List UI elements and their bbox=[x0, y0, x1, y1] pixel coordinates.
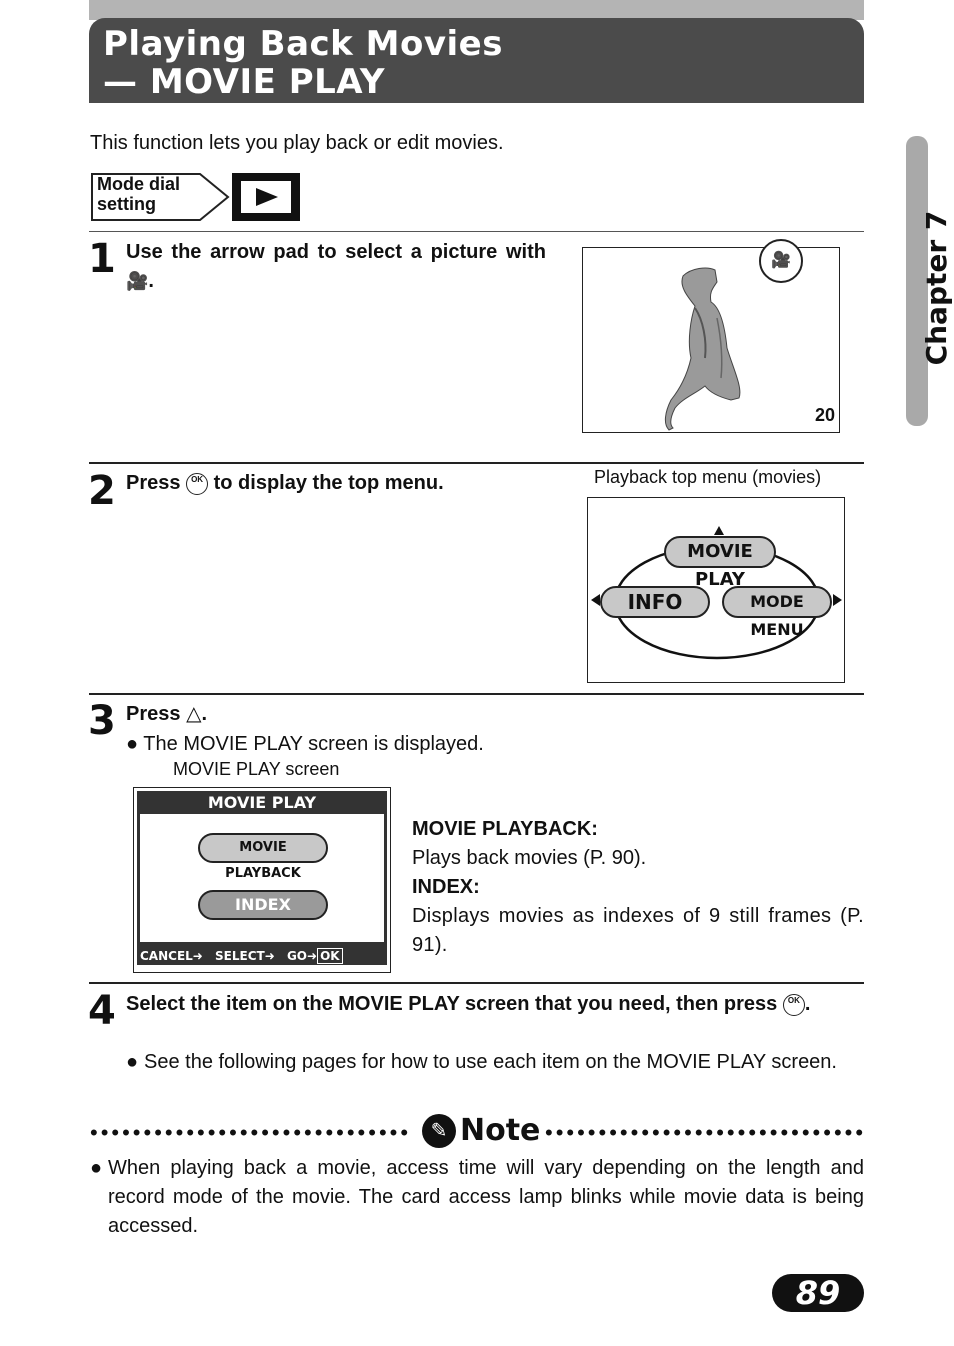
chapter-tab bbox=[906, 136, 928, 426]
header-top-bar bbox=[89, 0, 864, 20]
note-title: Note bbox=[460, 1113, 541, 1148]
desc-text: Displays movies as indexes of 9 still fr… bbox=[412, 905, 864, 956]
up-arrow-icon bbox=[714, 526, 724, 535]
up-triangle-icon: △ bbox=[186, 703, 202, 725]
note-dots-left: •••••••••••••••••••••••••••••••• bbox=[90, 1122, 410, 1144]
page-title-line1: Playing Back Movies bbox=[103, 24, 503, 64]
divider bbox=[89, 693, 864, 695]
divider bbox=[89, 462, 864, 464]
playback-icon bbox=[256, 188, 278, 206]
menu-movie-play[interactable]: MOVIE PLAY bbox=[664, 536, 776, 590]
desc-term: MOVIE PLAYBACK: bbox=[412, 818, 598, 840]
left-arrow-icon bbox=[591, 594, 600, 606]
step3-bullet: ● The MOVIE PLAY screen is displayed. bbox=[126, 733, 484, 755]
option-movie-playback[interactable]: MOVIE PLAYBACK bbox=[198, 833, 328, 881]
chapter-label: Chapter 7 bbox=[920, 210, 953, 366]
step4-text: Select the item on the MOVIE PLAY screen… bbox=[126, 993, 811, 1016]
option-index[interactable]: INDEX bbox=[198, 890, 328, 920]
top-menu-screen: MOVIE PLAY INFO MODE MENU bbox=[587, 497, 845, 683]
movie-play-screen: MOVIE PLAY MOVIE PLAYBACK INDEX CANCEL➜ … bbox=[133, 787, 391, 973]
page-title-line2: — MOVIE PLAY bbox=[103, 62, 385, 102]
note-body: ● When playing back a movie, access time… bbox=[90, 1154, 864, 1241]
menu-mode-menu[interactable]: MODE MENU bbox=[722, 586, 832, 639]
screen-footer: CANCEL➜ SELECT➜ GO➜OK bbox=[140, 946, 384, 966]
ok-button-icon: OK bbox=[186, 472, 209, 495]
divider bbox=[89, 982, 864, 984]
movie-icon: 🎥 bbox=[759, 239, 803, 283]
intro-text: This function lets you play back or edit… bbox=[90, 132, 504, 154]
movie-play-caption: MOVIE PLAY screen bbox=[173, 759, 340, 779]
step1-screen: 🎥 20 bbox=[582, 239, 840, 433]
step-number: 4 bbox=[88, 988, 116, 1034]
movie-icon: 🎥 bbox=[126, 271, 149, 291]
step2-text: Press OK to display the top menu. bbox=[126, 472, 444, 495]
note-dots-right: •••••••••••••••••••••••••••••••• bbox=[545, 1122, 863, 1144]
menu-info[interactable]: INFO bbox=[600, 586, 710, 618]
step-number: 3 bbox=[88, 698, 116, 744]
step-number: 2 bbox=[88, 468, 116, 514]
bullet-icon: ● bbox=[126, 1051, 139, 1073]
frame-number: 20 bbox=[814, 405, 835, 425]
page-number: 89 bbox=[772, 1274, 864, 1312]
step1-text: Use the arrow pad to select a picture wi… bbox=[126, 241, 546, 292]
cat-photo bbox=[664, 267, 741, 431]
screen-title: MOVIE PLAY bbox=[207, 793, 317, 812]
footer-go: GO bbox=[286, 949, 308, 963]
right-arrow-icon bbox=[833, 594, 842, 606]
ok-button-icon: OK bbox=[782, 993, 805, 1016]
page-title-box: Playing Back Movies — MOVIE PLAY bbox=[89, 18, 864, 106]
pencil-icon: ✎ bbox=[422, 1114, 456, 1148]
divider bbox=[89, 231, 864, 232]
desc-term: INDEX: bbox=[412, 876, 480, 898]
step3-text: Press △. bbox=[126, 703, 208, 725]
step-number: 1 bbox=[88, 236, 116, 282]
bullet-icon: ● bbox=[90, 1157, 103, 1179]
menu-descriptions: MOVIE PLAYBACK: Plays back movies (P. 90… bbox=[412, 815, 864, 960]
desc-text: Plays back movies (P. 90). bbox=[412, 847, 647, 869]
step4-bullet: ● See the following pages for how to use… bbox=[126, 1048, 864, 1077]
footer-select: SELECT bbox=[215, 949, 265, 963]
footer-ok: OK bbox=[317, 948, 343, 964]
menu-caption: Playback top menu (movies) bbox=[594, 467, 822, 487]
mode-dial-arrow-box bbox=[91, 173, 300, 221]
bullet-icon: ● bbox=[126, 733, 139, 755]
footer-cancel: CANCEL bbox=[140, 949, 193, 963]
